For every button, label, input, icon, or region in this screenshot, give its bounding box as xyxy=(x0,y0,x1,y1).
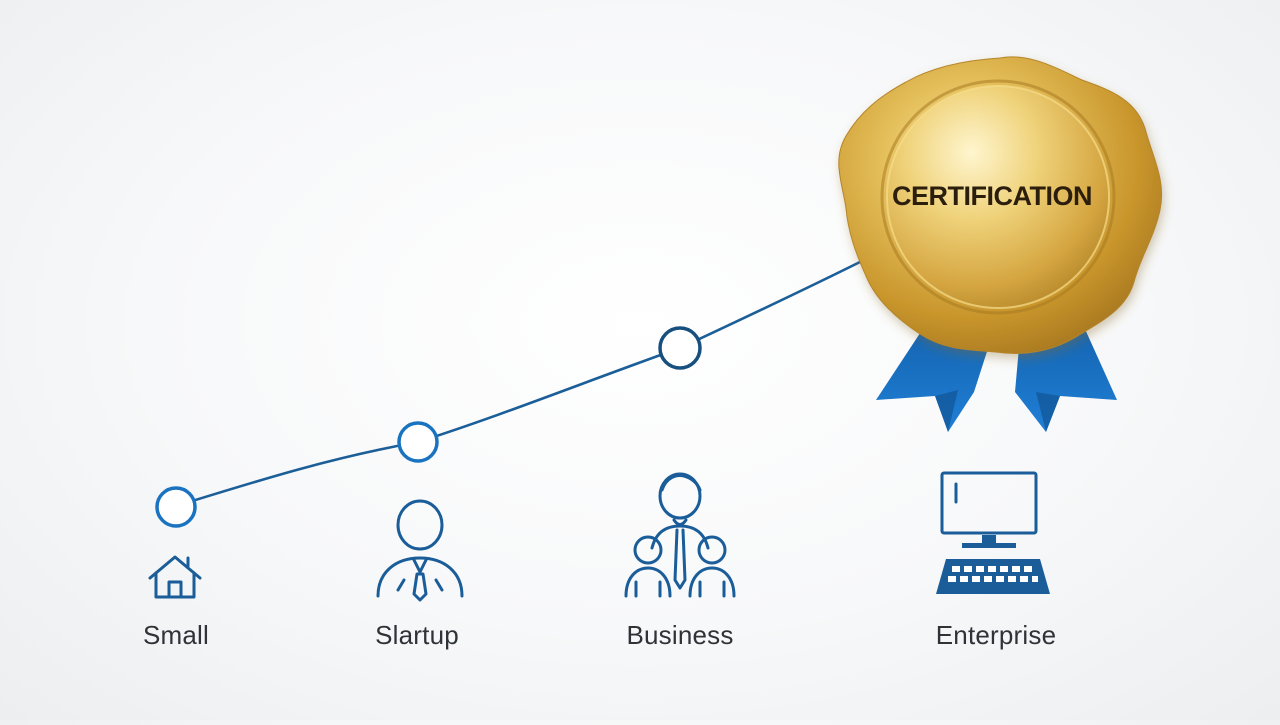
house-icon xyxy=(148,555,202,599)
stage-label-small: Small xyxy=(142,620,210,650)
team-icon xyxy=(624,472,736,598)
progress-curve xyxy=(175,256,869,508)
stage-label-business: Business xyxy=(626,620,734,650)
badge-text: CERTIFICATION xyxy=(892,181,1092,211)
milestone-node-business xyxy=(658,326,702,370)
stage-label-startup: Slartup xyxy=(375,620,459,650)
milestone-node-small xyxy=(155,486,197,528)
certification-seal-icon xyxy=(838,56,1163,354)
milestone-node-startup xyxy=(397,421,439,463)
stage-label-enterprise: Enterprise xyxy=(935,620,1057,650)
computer-icon xyxy=(936,471,1050,594)
person-icon xyxy=(376,499,464,602)
